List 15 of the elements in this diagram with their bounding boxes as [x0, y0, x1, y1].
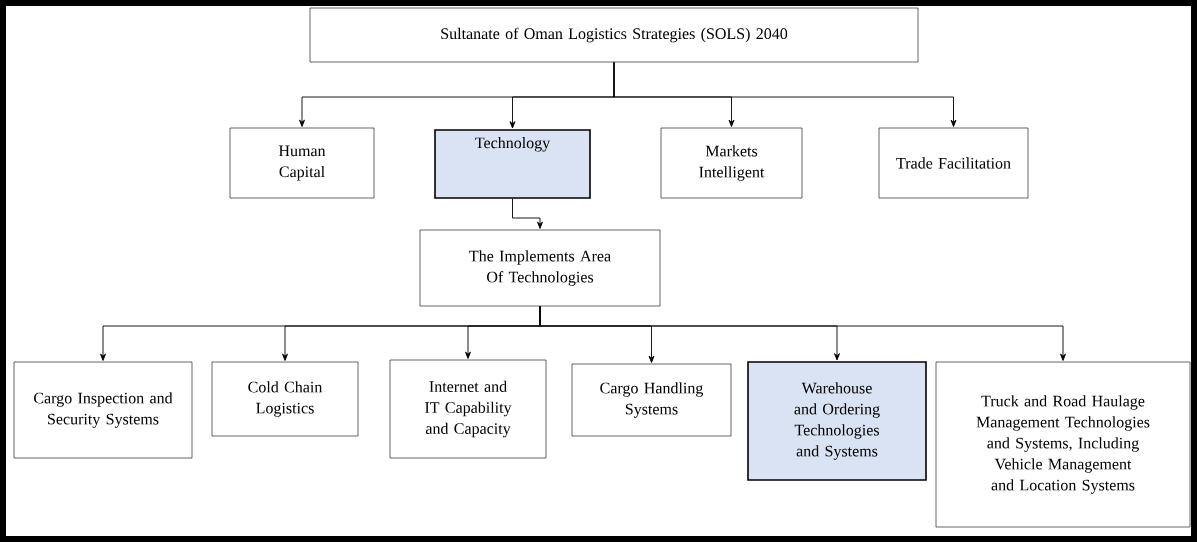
- box: Trade Facilitation: [878, 127, 1029, 199]
- box: Cold Chain Logistics: [211, 361, 359, 437]
- box: Cargo Handling Systems: [571, 363, 732, 437]
- box: Truck and Road Haulage Management Technologies and Systems, Including Vehicle Management and Location Systems: [935, 361, 1191, 528]
- box: Internet and IT Capability and Capacity: [389, 359, 547, 459]
- arrow: [512, 198, 543, 229]
- box: Markets Intelligent: [660, 127, 803, 199]
- highlighted-box: Technology: [434, 129, 591, 199]
- arrow: [539, 305, 1066, 361]
- arrow: [613, 61, 957, 127]
- box: Sultanate of Oman Logistics Strategies (SOLS) 2040: [309, 7, 919, 63]
- box: Cargo Inspection and Security Systems: [13, 361, 193, 459]
- box: The Implements Area Of Technologies: [419, 229, 661, 307]
- box: Human Capital: [229, 127, 375, 199]
- highlighted-box: Warehouse and Ordering Technologies and Systems: [747, 361, 927, 481]
